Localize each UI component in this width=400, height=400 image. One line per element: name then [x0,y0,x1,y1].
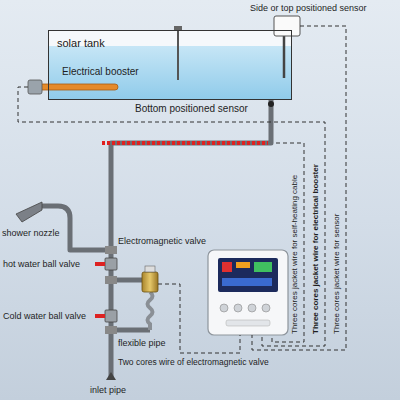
hot-ball-valve [105,258,117,270]
tank-divider [177,30,179,80]
screen-segment [222,278,272,286]
cold-ball-valve [105,310,117,322]
sensor-wire [252,26,346,350]
part-label: Electromagnetic valve [118,236,206,247]
electromagnetic-valve [142,272,158,292]
wires [18,26,346,353]
controller-badge [226,320,270,326]
wire-label: Three cores jacket wire for electrical b… [311,164,321,334]
controller-button [262,304,270,312]
controller-button [234,304,242,312]
screen-segment [222,262,232,272]
branch-tee [105,276,117,284]
tank-box: solar tank [48,30,292,100]
booster-label: Electrical booster [62,66,139,77]
self-heating-wire [272,143,304,342]
pipes [42,100,271,378]
part-label: inlet pipe [90,385,126,396]
bottom-sensor [268,101,274,107]
valve-coil-top [145,266,155,272]
inlet-arrow [106,372,116,380]
controller-button [248,304,256,312]
sensor-box [274,16,300,36]
tank-name: solar tank [57,37,105,49]
wire-label: Three cores jacket wire for sensor [332,214,342,335]
controller-housing [208,250,288,335]
wire-label: Two cores wire of electromagnetic valve [118,357,269,368]
wire-label: Three cores jacket wire for self-heating… [290,175,300,334]
part-label: flexible pipe [118,338,166,349]
booster-cap [28,80,42,94]
return-tee [105,326,117,334]
sensor-label: Bottom positioned sensor [135,103,248,114]
screen-segment [236,262,250,268]
controller-button [220,304,228,312]
sensor-label: Side or top positioned sensor [250,3,367,14]
part-label: hot water ball valve [3,259,80,270]
screen-segment [254,262,272,272]
tank-water [48,46,292,100]
shower-tee [105,246,117,254]
cold-valve-handle [95,314,105,318]
sensor-probe [283,36,286,78]
hot-valve-handle [95,262,105,266]
shower-head [16,202,42,222]
part-label: shower nozzle [2,228,60,239]
valve-wire [158,284,240,353]
part-label: Cold water ball valve [3,311,86,322]
self-heating-cable [102,141,268,145]
flexible-pipe [148,292,153,330]
booster-wire [18,87,325,346]
controller-screen [218,258,278,292]
